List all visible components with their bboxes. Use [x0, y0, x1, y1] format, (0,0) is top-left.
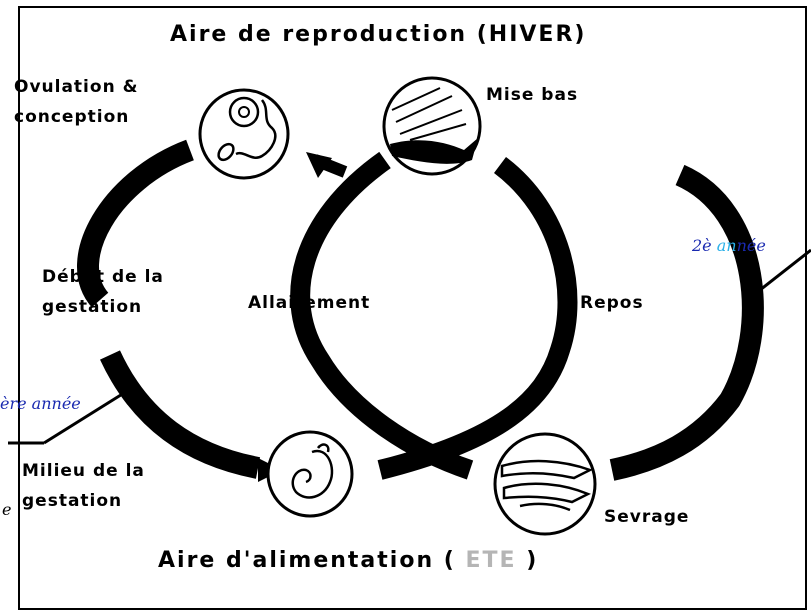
stage-ovulation-line1: Ovulation &	[14, 77, 139, 97]
right-arc	[377, 157, 578, 480]
stage-debut-line1: Début de la	[42, 267, 164, 287]
bottom-title-suffix: )	[526, 548, 539, 573]
left-arc-lower	[100, 350, 261, 479]
bottom-title-season: ETE	[465, 548, 517, 573]
stage-ovulation-line2: conception	[14, 107, 130, 127]
fetus-icon	[266, 430, 354, 518]
second-year-prefix: 2è	[692, 236, 717, 255]
stage-milieu-line1: Milieu de la	[22, 461, 145, 481]
whale-calf-icon	[382, 76, 482, 176]
top-title: Aire de reproduction (HIVER)	[170, 22, 587, 47]
stage-debut-gestation: Début de la gestation	[42, 262, 164, 322]
second-year-label: 2è année	[692, 236, 766, 255]
young-whale-icon	[493, 432, 597, 536]
middle-arrowhead	[306, 152, 332, 178]
stage-milieu-line2: gestation	[22, 491, 123, 511]
stage-allaitement: Allaitement	[248, 293, 371, 313]
second-year-highlight: an	[716, 236, 737, 255]
stage-milieu-gestation: Milieu de la gestation	[22, 456, 145, 516]
first-year-label: ère année	[0, 394, 81, 413]
stage-mise-bas: Mise bas	[486, 85, 579, 105]
second-year-line	[759, 248, 811, 292]
first-year-diagonal	[43, 391, 125, 445]
middle-arc	[290, 151, 474, 480]
bottom-title: Aire d'alimentation ( ETE )	[158, 548, 538, 573]
edge-mark: e	[2, 500, 12, 519]
far-right-arc	[609, 164, 764, 481]
stage-sevrage: Sevrage	[604, 507, 690, 527]
second-year-suffix: née	[736, 236, 766, 255]
diagram-frame	[18, 6, 807, 610]
bottom-title-prefix: Aire d'alimentation (	[158, 548, 456, 573]
stage-ovulation: Ovulation & conception	[14, 72, 138, 132]
stage-debut-line2: gestation	[42, 297, 143, 317]
left-arc-upper	[77, 139, 195, 308]
stage-repos: Repos	[580, 293, 644, 313]
egg-sperm-icon	[198, 88, 290, 180]
